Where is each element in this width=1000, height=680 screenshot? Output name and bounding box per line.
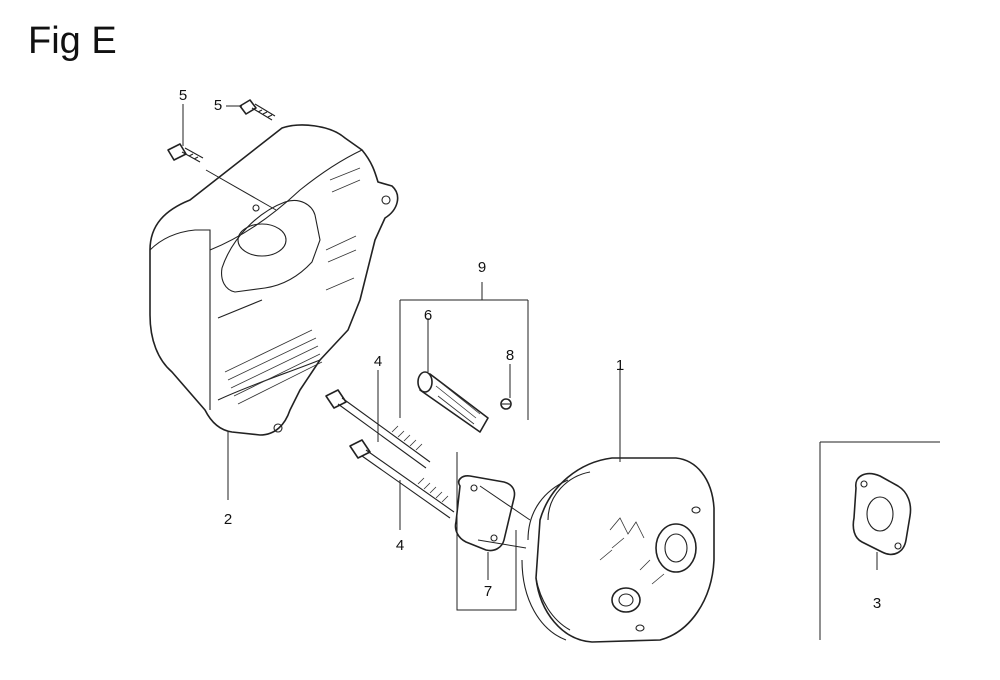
tapping-screw[interactable] [500, 398, 512, 410]
callout-2: 2 [224, 511, 232, 528]
callout-7: 7 [484, 583, 492, 600]
callout-8: 8 [506, 347, 514, 364]
flange-bolt-lower[interactable] [167, 143, 204, 163]
callout-4-upper: 4 [374, 353, 382, 370]
muffler-protector[interactable] [149, 124, 399, 436]
callout-3: 3 [873, 595, 881, 612]
muffler-bolt-upper[interactable] [325, 389, 431, 469]
flange-bolt-upper[interactable] [239, 99, 276, 121]
spark-arrester[interactable] [417, 371, 489, 433]
callout-6: 6 [424, 307, 432, 324]
muffler-bolt-lower[interactable] [349, 439, 455, 519]
figure-title: Fig E [28, 20, 117, 62]
assembly-bracket [399, 282, 529, 611]
muffler[interactable] [521, 457, 715, 643]
callout-9: 9 [478, 259, 486, 276]
inset-frame [819, 441, 940, 640]
callout-5-lower: 5 [179, 87, 187, 104]
leader-lines [182, 104, 878, 580]
callout-1: 1 [616, 357, 624, 374]
callout-4-lower: 4 [396, 537, 404, 554]
muffler-gasket-small[interactable] [454, 475, 516, 552]
muffler-gasket[interactable] [852, 472, 912, 556]
callout-5-upper: 5 [214, 97, 222, 114]
